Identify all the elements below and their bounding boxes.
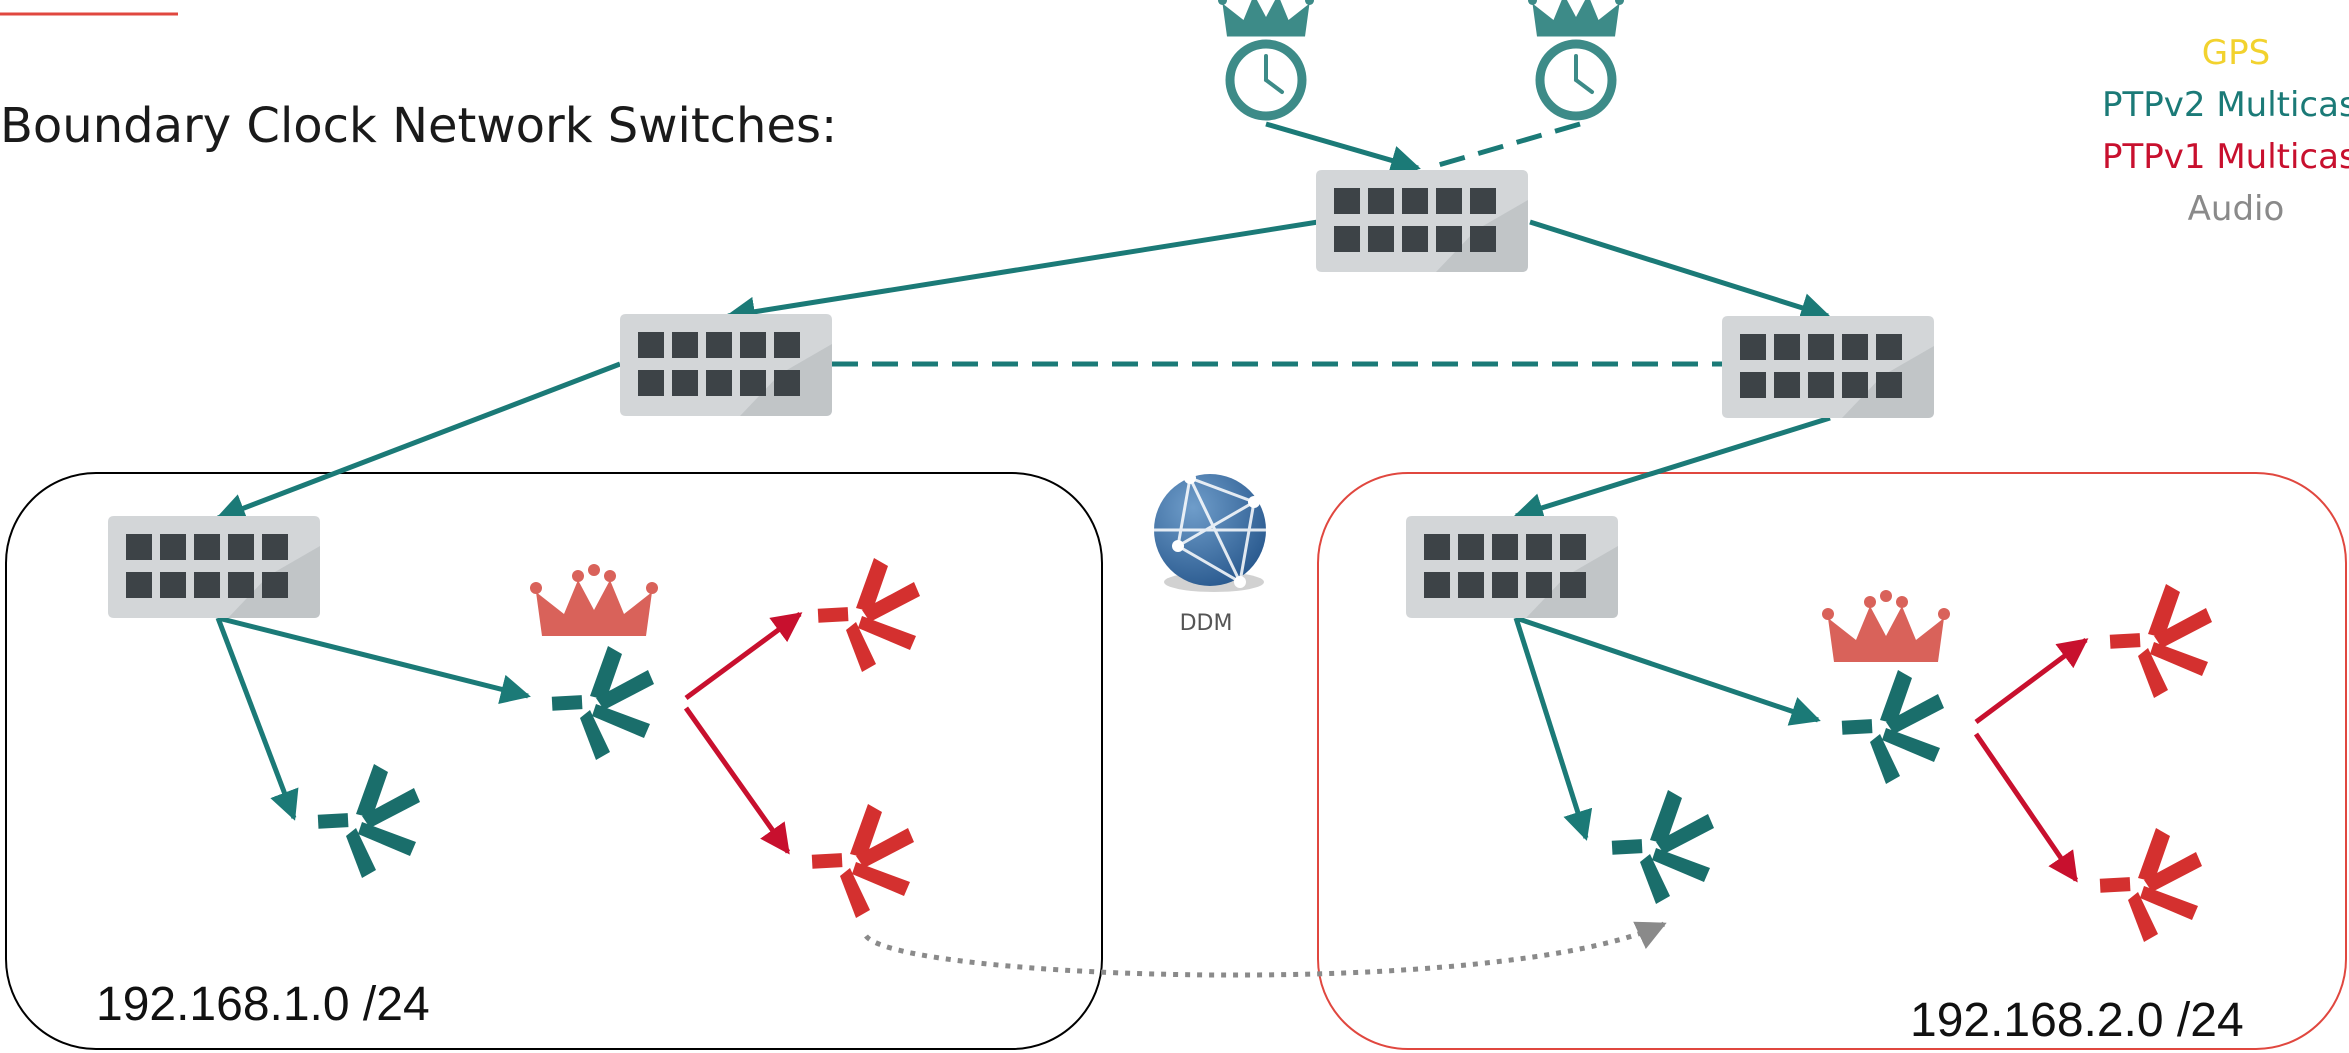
link-right-access-device [1513, 617, 1593, 841]
link-left-leader-v1b [683, 706, 791, 855]
legend: GPS PTPv2 Multicast PTPv1 Multicast Audi… [2102, 33, 2349, 229]
network-switch-icon [620, 314, 832, 416]
link-left-leader-v1a [684, 611, 803, 701]
link-right-leader-v1b [1973, 732, 2079, 883]
ptpv1-links [683, 611, 2089, 883]
ddm-label: DDM [1180, 611, 1233, 636]
link-left-access-leader [217, 615, 531, 704]
subnet-left-label: 192.168.1.0 /24 [96, 978, 430, 1031]
globe-network-icon [1154, 472, 1266, 592]
network-switch-icon [108, 516, 320, 618]
link-core-switch-left [725, 219, 1319, 327]
subnet-right-label: 192.168.2.0 /24 [1910, 994, 2244, 1047]
diagram-title: Boundary Clock Network Switches: [0, 98, 837, 154]
dante-device-icon [2099, 828, 2202, 942]
link-clock1-core [1265, 121, 1421, 175]
link-core-switch-right [1529, 219, 1831, 323]
dante-device-icon [551, 646, 654, 760]
link-clock2-core-backup [1427, 121, 1581, 171]
legend-ptpv1: PTPv1 Multicast [2102, 137, 2349, 177]
legend-gps: GPS [2202, 33, 2270, 73]
dante-device-icon [2109, 584, 2212, 698]
network-switch-icon [1722, 316, 1934, 418]
ptpv2-links [215, 121, 1831, 841]
link-switch-left-access [215, 361, 621, 523]
dante-device-icon [1611, 790, 1714, 904]
link-left-access-device [215, 617, 299, 821]
crown-icon [530, 564, 658, 636]
dante-device-icon [817, 558, 920, 672]
crown-icon [1822, 590, 1950, 662]
legend-ptpv2: PTPv2 Multicast [2102, 85, 2349, 125]
clock-with-crown-icon [1218, 0, 1314, 116]
link-right-leader-v1a [1974, 637, 2089, 725]
dante-device-icon [1841, 670, 1944, 784]
link-switch-right-access [1513, 415, 1831, 523]
dante-device-icon [317, 764, 420, 878]
dante-device-icon [811, 804, 914, 918]
legend-audio: Audio [2188, 189, 2285, 229]
network-switch-icon [1316, 170, 1528, 272]
subnet-left-box [5, 472, 1103, 1050]
audio-link [864, 921, 1667, 978]
clock-with-crown-icon [1528, 0, 1624, 116]
network-switch-icon [1406, 516, 1618, 618]
subnet-right-box [1317, 472, 2347, 1050]
link-right-access-leader [1515, 615, 1821, 726]
